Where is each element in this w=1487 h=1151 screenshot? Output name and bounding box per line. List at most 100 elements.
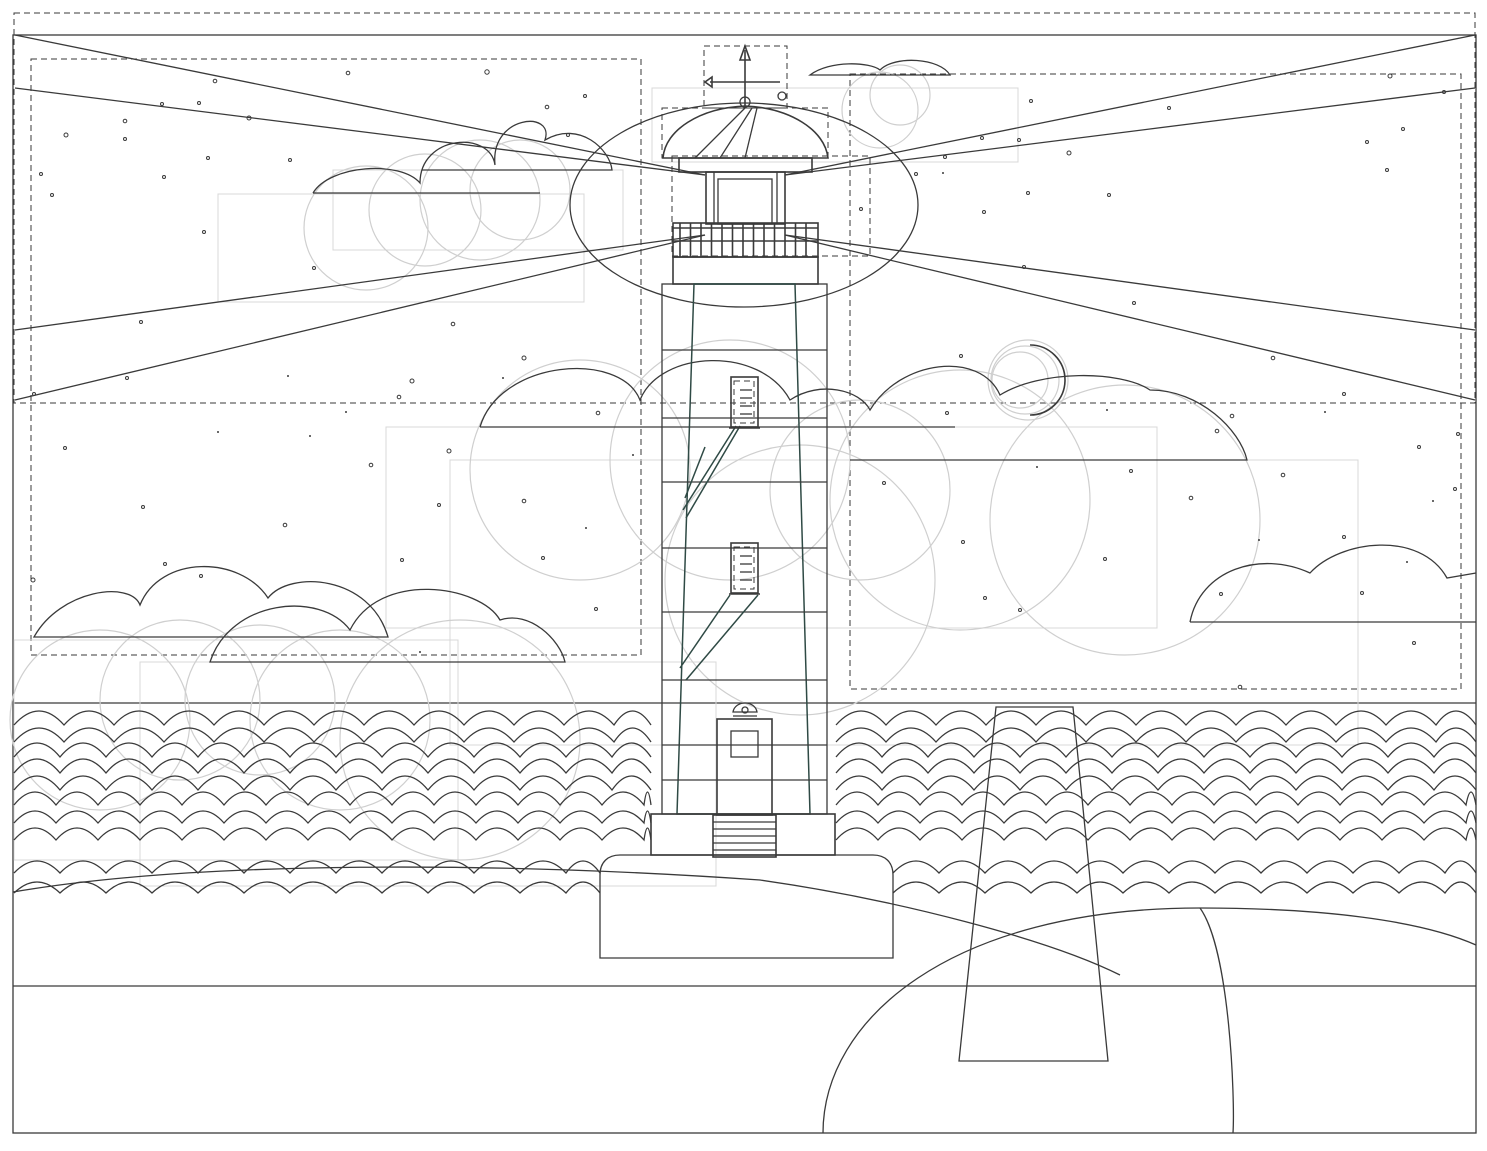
star — [1219, 592, 1223, 596]
wave-row — [835, 727, 1477, 744]
star — [1017, 138, 1021, 142]
star — [1342, 535, 1346, 539]
tower-door — [716, 702, 773, 816]
star — [1412, 641, 1416, 645]
tower-plinth — [650, 813, 836, 856]
upper-window — [729, 376, 760, 429]
star — [942, 172, 944, 174]
star — [30, 577, 36, 583]
wave-row — [835, 775, 1477, 792]
star — [197, 101, 201, 105]
star — [287, 375, 289, 377]
star — [446, 448, 452, 454]
star — [1214, 428, 1220, 434]
star — [980, 136, 984, 140]
star — [396, 394, 402, 400]
star — [1167, 106, 1171, 110]
star — [1432, 500, 1434, 502]
star — [217, 431, 219, 433]
light-halo — [569, 102, 919, 308]
star — [982, 210, 986, 214]
star — [541, 556, 545, 560]
crescent-moon — [1029, 344, 1066, 416]
star — [1188, 495, 1194, 501]
star — [282, 522, 288, 528]
star — [521, 498, 527, 504]
star — [585, 527, 587, 529]
star — [345, 411, 347, 413]
wave-row — [13, 758, 652, 775]
star — [583, 94, 587, 98]
star — [1365, 140, 1369, 144]
roof-rim — [678, 157, 813, 173]
star — [400, 558, 404, 562]
island-base — [599, 854, 894, 959]
star — [199, 574, 203, 578]
wave-row — [13, 810, 652, 825]
star — [1026, 191, 1030, 195]
star — [502, 377, 504, 379]
star — [1258, 539, 1260, 541]
wave-row — [835, 710, 1477, 727]
cloud-lower-left-2 — [209, 588, 566, 663]
star — [206, 156, 210, 160]
wave-row — [835, 758, 1477, 775]
star — [450, 321, 456, 327]
star — [1237, 684, 1243, 690]
star — [1342, 392, 1346, 396]
star — [959, 354, 963, 358]
wave-row — [892, 860, 1477, 875]
cloud-lower-right — [1189, 544, 1477, 623]
star — [1406, 561, 1408, 563]
wave-row — [835, 810, 1477, 825]
lighthouse — [650, 43, 871, 858]
star — [39, 172, 43, 176]
gallery-deck — [672, 256, 819, 285]
star — [1387, 73, 1393, 79]
star — [1442, 90, 1446, 94]
star — [288, 158, 292, 162]
star — [945, 411, 949, 415]
wave-row — [13, 742, 652, 759]
cloud-top-center — [808, 59, 952, 76]
tower-bands — [662, 349, 827, 781]
star — [484, 69, 490, 75]
star — [544, 104, 550, 110]
star — [961, 540, 965, 544]
star — [882, 481, 886, 485]
shore-curve-1 — [12, 866, 1121, 976]
star — [1280, 472, 1286, 478]
star — [368, 462, 374, 468]
star — [566, 133, 570, 137]
star — [1417, 445, 1421, 449]
star — [63, 132, 69, 138]
wave-row — [13, 710, 652, 727]
wave-row — [835, 827, 1477, 842]
star — [859, 207, 863, 211]
construction-guides — [9, 64, 1359, 887]
star — [50, 193, 54, 197]
star — [309, 435, 311, 437]
star — [1106, 409, 1108, 411]
wave-row — [13, 827, 652, 842]
wave-row — [835, 742, 1477, 759]
gallery-railing — [672, 222, 819, 258]
star — [1022, 265, 1026, 269]
star — [141, 505, 145, 509]
island — [12, 706, 1477, 1134]
star — [1066, 150, 1072, 156]
star — [1401, 127, 1405, 131]
star — [1036, 466, 1038, 468]
lower-window — [729, 542, 760, 595]
stars — [30, 69, 1460, 690]
star — [983, 596, 987, 600]
star — [1132, 301, 1136, 305]
waves — [13, 710, 1477, 894]
pier — [958, 706, 1109, 1062]
shore-hill — [822, 907, 1477, 1134]
sky-bounds-dashed — [13, 12, 1476, 404]
star — [125, 376, 129, 380]
wave-row — [13, 791, 652, 807]
star — [419, 651, 421, 653]
